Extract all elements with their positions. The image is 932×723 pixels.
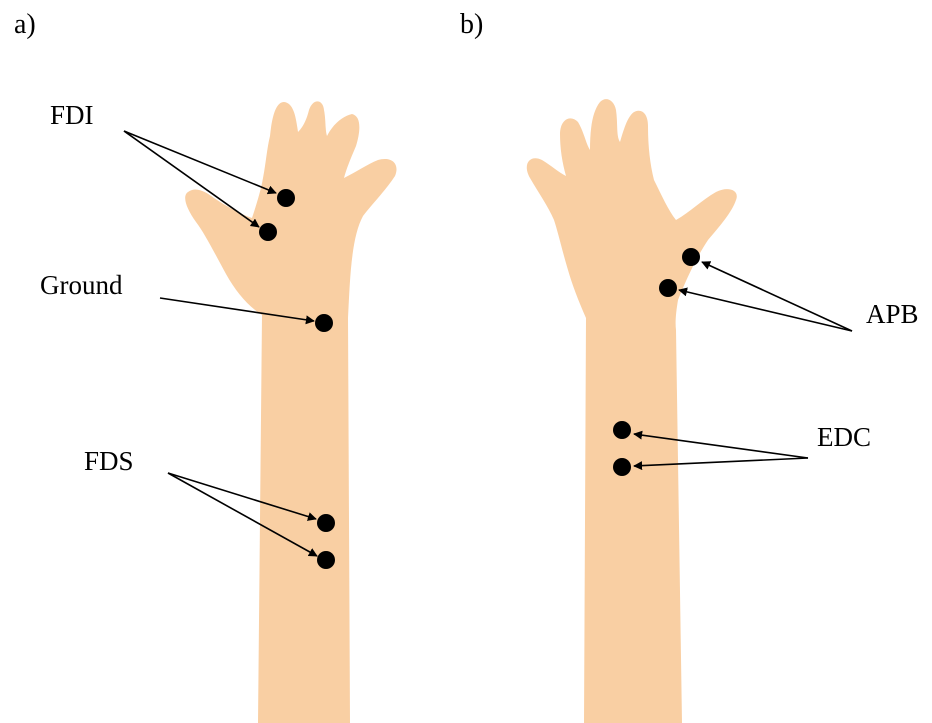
ground-electrode [315, 314, 333, 332]
fds-electrode-2 [317, 551, 335, 569]
panel-b-label: b) [460, 9, 483, 40]
apb-label: APB [866, 299, 919, 329]
fdi-electrode-1 [277, 189, 295, 207]
fdi-electrode-2 [259, 223, 277, 241]
edc-label: EDC [817, 422, 871, 452]
apb-arrow-1 [702, 262, 852, 331]
fdi-arrow-1 [124, 131, 276, 193]
fds-electrode-1 [317, 514, 335, 532]
apb-electrode-1 [682, 248, 700, 266]
fds-label: FDS [84, 446, 134, 476]
fdi-label: FDI [50, 100, 94, 130]
apb-electrode-2 [659, 279, 677, 297]
apb-arrow-2 [679, 290, 852, 331]
ground-label: Ground [40, 270, 123, 300]
panel-a-label: a) [14, 9, 36, 40]
panel-b-arm [527, 99, 737, 723]
edc-electrode-1 [613, 421, 631, 439]
edc-electrode-2 [613, 458, 631, 476]
right-hand-forearm-shape [527, 99, 737, 723]
